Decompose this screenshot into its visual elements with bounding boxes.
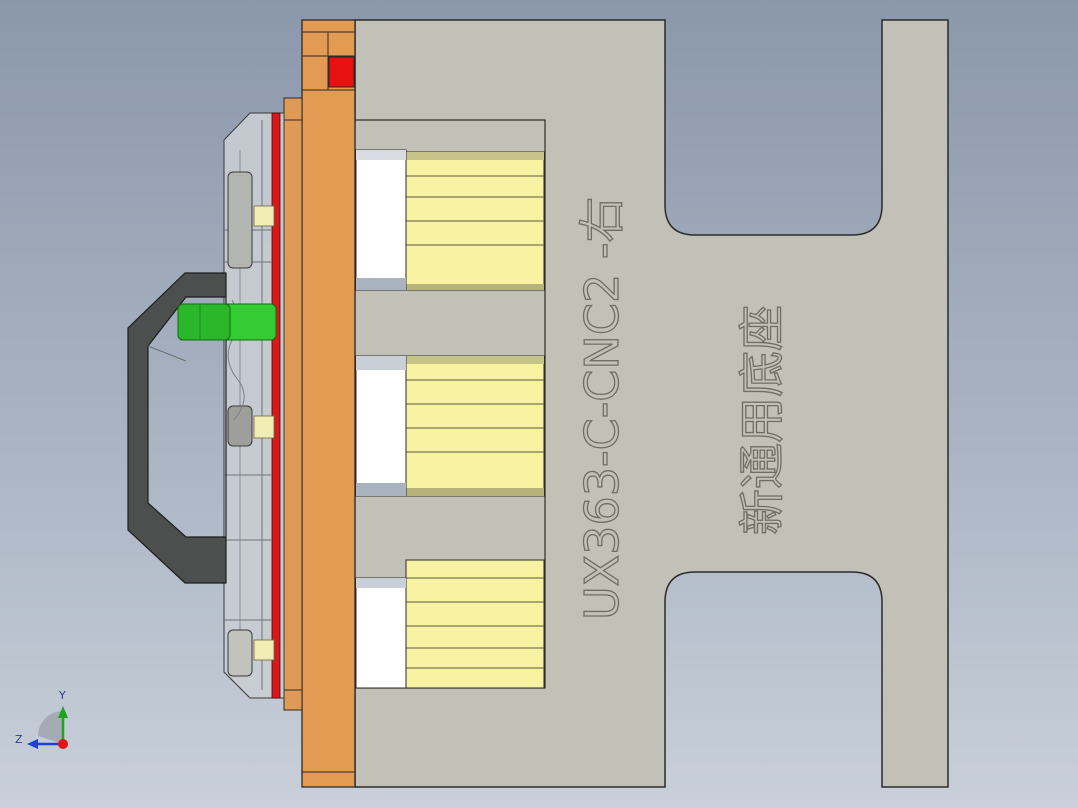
handle[interactable] [127,272,227,584]
z-axis-arrow [27,739,38,749]
mount-plate[interactable] [283,19,356,788]
engraving-model: UX363-C-CNC2 -右 [575,197,629,620]
bolt-middle [227,405,253,447]
y-axis-label: Y [58,689,66,702]
z-axis-label: Z [15,733,23,746]
bolt-top [227,171,253,269]
block-middle[interactable] [355,355,545,497]
red-marker [328,56,355,88]
engraving-desc-text: 新通用底座 [734,304,789,535]
clamp-assembly[interactable] [223,112,285,699]
y-axis-arrow [58,706,68,718]
coordinate-triad: Y Z [15,689,68,749]
x-axis-dot [58,739,68,749]
block-bottom[interactable] [355,559,545,689]
green-pin[interactable] [177,303,277,341]
bolt-bottom [227,629,253,677]
engraving-desc: 新通用底座 [735,305,789,535]
block-top[interactable] [355,149,545,291]
red-strip [271,112,281,699]
engraving-model-text: UX363-C-CNC2 -右 [574,196,629,621]
